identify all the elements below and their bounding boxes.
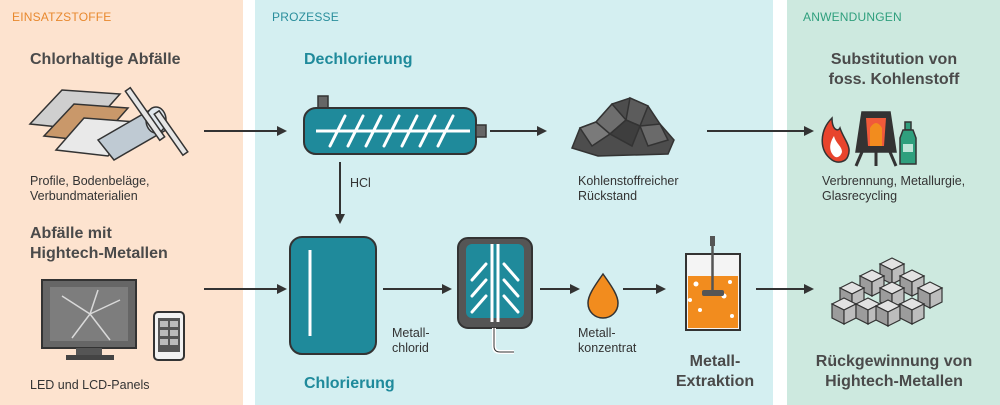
hightech-waste-caption: LED und LCD-Panels (30, 378, 150, 392)
chlorinated-waste-icon (28, 86, 189, 161)
hcl-label: HCl (350, 176, 371, 190)
applications-panel (787, 0, 1000, 405)
recovery-title: Rückgewinnung von Hightech-Metallen (815, 353, 973, 390)
substitution-title: Substitution von foss. Kohlenstoff (828, 51, 960, 88)
substitution-caption: Verbrennung, Metallurgie, Glasrecycling (822, 174, 966, 203)
screw-reactor-icon (303, 95, 487, 155)
chlorinated-waste-title: Chlorhaltige Abfälle (30, 51, 181, 68)
inputs-header: EINSATZSTOFFE (12, 10, 112, 24)
extraction-beaker-icon (685, 236, 741, 331)
dechlorination-label: Dechlorierung (304, 51, 413, 68)
chlorination-tank-icon (289, 236, 377, 355)
furnace-icon (854, 111, 898, 167)
metal-extraction-label: Metall- Extraktion (675, 353, 755, 390)
tablet-icon (153, 311, 185, 361)
metal-concentrate-label: Metall- konzentrat (578, 326, 637, 355)
processes-header: PROZESSE (272, 10, 339, 24)
flame-icon (821, 116, 850, 163)
chlorination-label: Chlorierung (304, 375, 395, 392)
carbon-residue-label: Kohlenstoffreicher Rückstand (578, 174, 679, 203)
metal-cubes-icon (830, 257, 944, 327)
separation-reactor-icon (457, 237, 533, 354)
carbon-residue-pile-icon (571, 96, 675, 157)
applications-header: ANWENDUNGEN (803, 10, 902, 24)
lcd-monitor-icon (41, 279, 137, 360)
droplet-icon (587, 272, 619, 319)
hightech-waste-title: Abfälle mit Hightech-Metallen (30, 225, 168, 262)
chlorinated-waste-caption: Profile, Bodenbeläge, Verbundmaterialien (30, 174, 150, 203)
metal-chloride-label: Metall- chlorid (392, 326, 430, 355)
glass-bottle-icon (899, 121, 917, 165)
